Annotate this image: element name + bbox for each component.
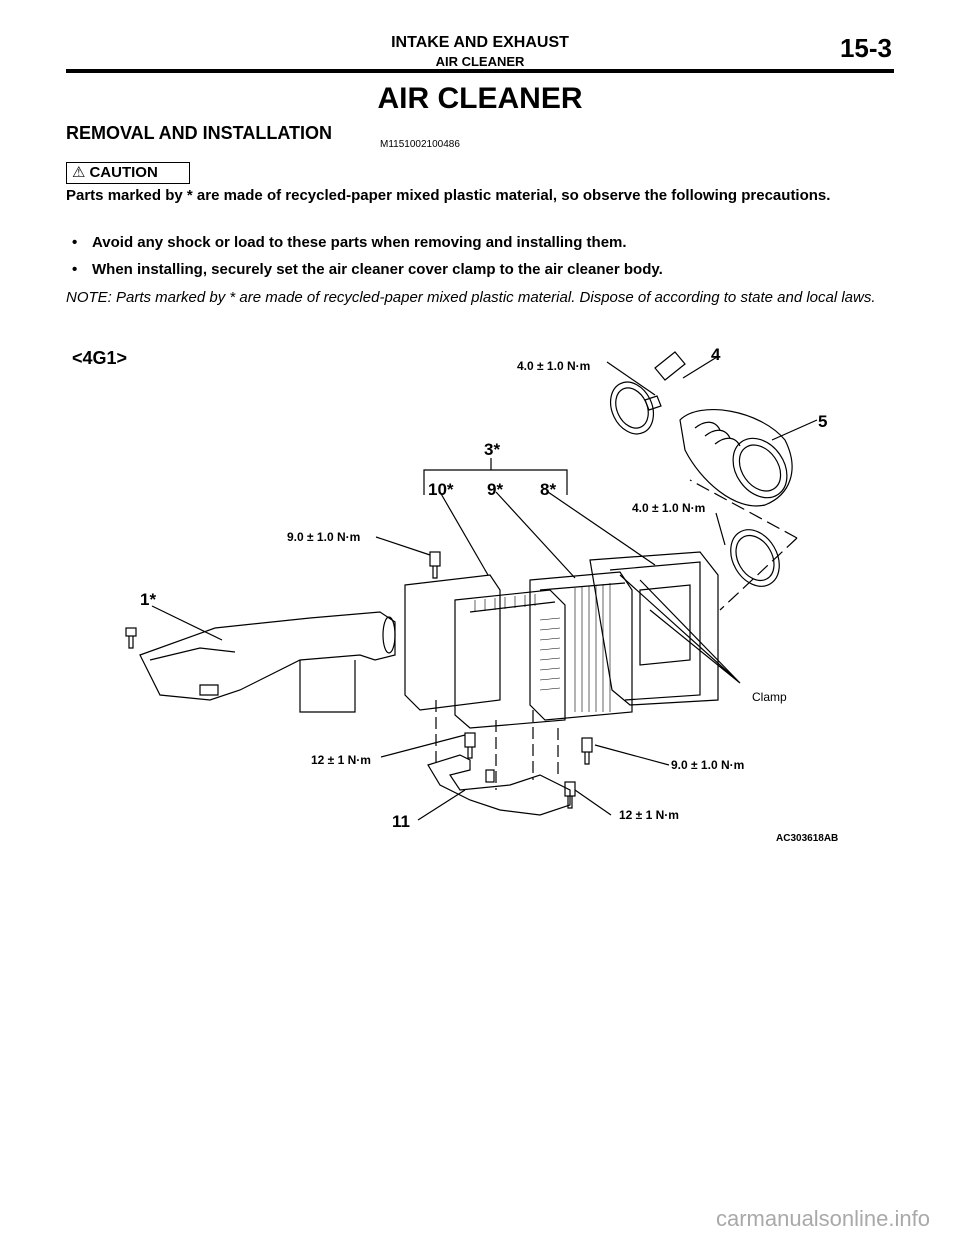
callout-1: 1* bbox=[140, 590, 157, 609]
hose-clamp-ring bbox=[609, 381, 655, 435]
note-text: NOTE: Parts marked by * are made of recy… bbox=[66, 289, 876, 306]
torque-spec: 4.0 ± 1.0 N·m bbox=[517, 359, 591, 373]
torque-spec: 9.0 ± 1.0 N·m bbox=[287, 530, 361, 544]
warning-icon: ⚠ bbox=[72, 164, 86, 181]
torque-spec: 4.0 ± 1.0 N·m bbox=[632, 501, 706, 515]
caution-text: Parts marked by * are made of recycled-p… bbox=[66, 187, 831, 204]
figure-tag: <4G1> bbox=[72, 348, 128, 368]
callout-11: 11 bbox=[392, 812, 410, 831]
page-number: 15-3 bbox=[839, 33, 892, 63]
header-section-title: INTAKE AND EXHAUST bbox=[391, 34, 569, 51]
list-item: • Avoid any shock or load to these parts … bbox=[72, 232, 892, 254]
callout-4: 4 bbox=[711, 345, 721, 364]
mounting-bracket bbox=[427, 754, 571, 816]
watermark: carmanualsonline.info bbox=[715, 1206, 930, 1231]
hose-clamp-ring-lower bbox=[730, 529, 780, 587]
caution-label: CAUTION bbox=[89, 164, 158, 181]
torque-spec: 12 ± 1 N·m bbox=[311, 753, 371, 767]
figure-id: AC303618AB bbox=[776, 833, 839, 844]
air-cleaner-body bbox=[589, 551, 719, 706]
section-title: REMOVAL AND INSTALLATION bbox=[66, 123, 332, 143]
bolt-icons bbox=[125, 551, 593, 809]
air-duct bbox=[139, 611, 396, 701]
section-id: M1151002100486 bbox=[380, 139, 460, 150]
clamp-label: Clamp bbox=[752, 690, 787, 704]
torque-spec: 12 ± 1 N·m bbox=[619, 808, 679, 822]
list-item: • When installing, securely set the air c… bbox=[72, 259, 892, 281]
callout-10: 10* bbox=[428, 480, 454, 499]
callout-3: 3* bbox=[484, 440, 501, 459]
bullet-icon: • bbox=[72, 234, 78, 251]
callout-8: 8* bbox=[540, 480, 557, 499]
caution-box: ⚠CAUTION bbox=[66, 162, 190, 184]
callout-5: 5 bbox=[818, 412, 828, 431]
air-cleaner-cover bbox=[404, 574, 501, 711]
air-intake-hose bbox=[679, 409, 793, 507]
header-subsection-title: AIR CLEANER bbox=[435, 54, 525, 69]
list-item-text: Avoid any shock or load to these parts w… bbox=[92, 234, 627, 251]
torque-spec: 9.0 ± 1.0 N·m bbox=[671, 758, 745, 772]
page-title: AIR CLEANER bbox=[377, 82, 583, 115]
list-item-text: When installing, securely set the air cl… bbox=[92, 261, 663, 278]
header-rule bbox=[66, 69, 894, 73]
bullet-icon: • bbox=[72, 261, 78, 278]
callout-9: 9* bbox=[487, 480, 504, 499]
filter-element bbox=[529, 571, 633, 721]
